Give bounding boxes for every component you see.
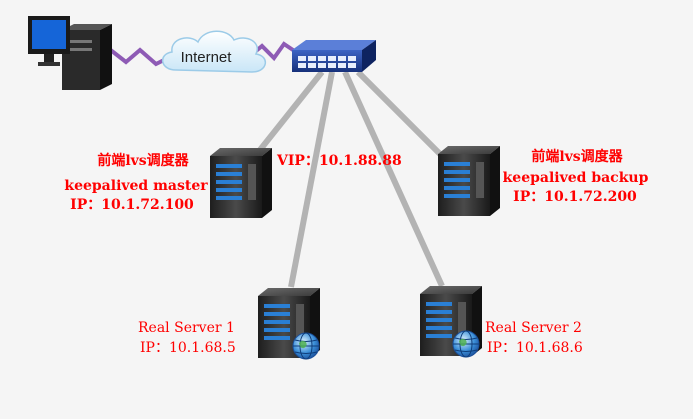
master-director-title: 前端lvs调度器 <box>97 153 189 169</box>
internet-cloud-icon: Internet <box>162 30 266 73</box>
desktop-computer-icon <box>28 16 112 90</box>
backup-director-title: 前端lvs调度器 <box>531 149 623 165</box>
link-to-real-server-1 <box>288 71 335 288</box>
real-server-2-name: Real Server 2 <box>485 320 582 336</box>
master-director-role: keepalived master <box>64 178 208 194</box>
network-switch-icon <box>292 40 376 72</box>
master-director-ip: IP：10.1.72.100 <box>70 197 194 213</box>
real-server-2-ip: IP：10.1.68.6 <box>487 340 583 356</box>
links <box>241 69 449 288</box>
globe-icon <box>292 332 320 360</box>
globe-icon <box>452 330 480 358</box>
cloud-label: Internet <box>181 49 233 66</box>
backup-director-role: keepalived backup <box>502 170 649 186</box>
link-to-real-server-2 <box>342 70 445 288</box>
link-to-backup <box>355 69 449 163</box>
virtual-ip-label: VIP：10.1.88.88 <box>277 153 402 169</box>
wan-link-left <box>106 46 173 67</box>
backup-director-server-icon <box>438 146 500 216</box>
backup-director-ip: IP：10.1.72.200 <box>513 189 637 205</box>
real-server-1-name: Real Server 1 <box>138 320 235 336</box>
real-server-1-ip: IP：10.1.68.5 <box>140 340 236 356</box>
